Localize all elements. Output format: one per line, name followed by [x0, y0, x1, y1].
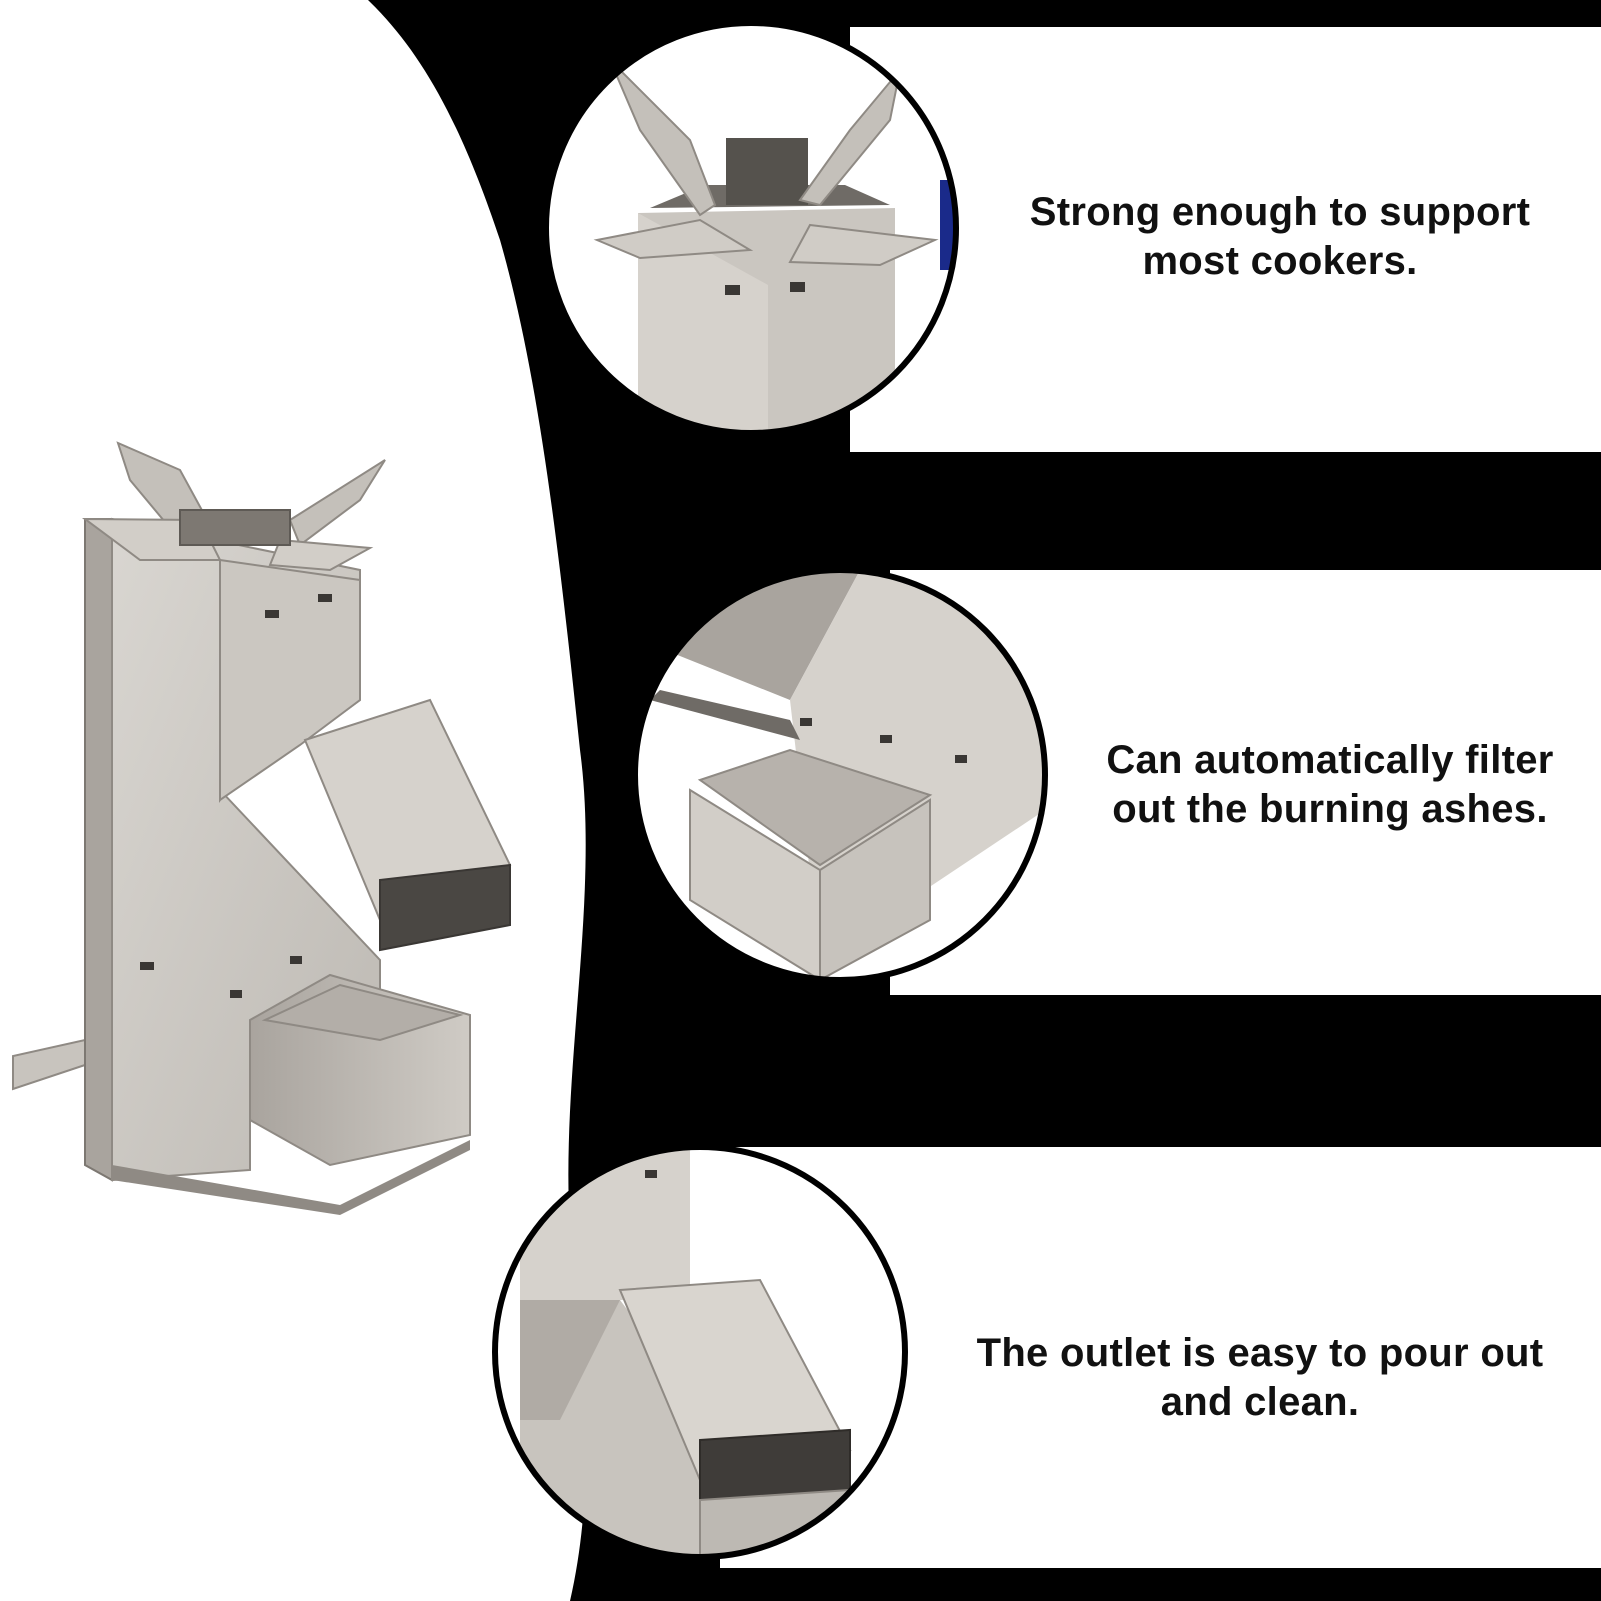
caption-support-line2: most cookers.	[1142, 239, 1418, 283]
detail-photo-outlet	[492, 1144, 908, 1560]
rocket-stove-main-photo	[12, 441, 512, 1215]
caption-ash-filter-line2: out the burning ashes.	[1112, 787, 1548, 831]
caption-support-line1: Strong enough to support	[1029, 190, 1531, 234]
caption-outlet-line2: and clean.	[1160, 1380, 1360, 1424]
detail-photo-ash-filter	[632, 567, 1048, 983]
caption-ash-filter: Can automatically filter out the burning…	[1080, 736, 1580, 834]
caption-support: Strong enough to support most cookers.	[990, 188, 1570, 286]
caption-outlet-line1: The outlet is easy to pour out	[976, 1331, 1544, 1375]
detail-photo-top-blades	[543, 20, 959, 436]
caption-ash-filter-line1: Can automatically filter	[1106, 738, 1554, 782]
caption-outlet: The outlet is easy to pour out and clean…	[940, 1329, 1580, 1427]
